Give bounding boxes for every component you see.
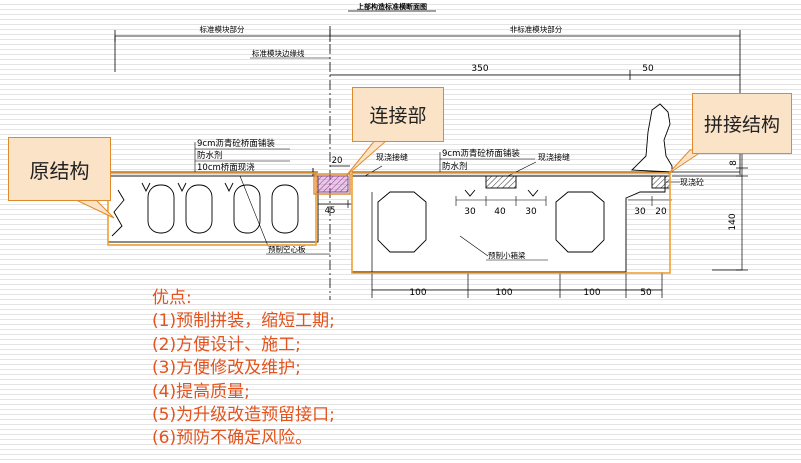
standard-module-part-label: 标准模块部分 xyxy=(200,24,245,34)
callout-pointers xyxy=(75,133,706,219)
cast-concrete-label: 现浇砼 xyxy=(680,177,704,187)
dim-20-right: 20 xyxy=(655,207,667,217)
standard-module-edge-label: 标准模块边缘线 xyxy=(252,48,305,58)
advantage-item: (6)预防不确定风险。 xyxy=(152,428,313,449)
dim-100-1: 100 xyxy=(409,288,426,298)
dim-100-3: 100 xyxy=(583,288,600,298)
advantages-heading: 优点: xyxy=(152,288,192,308)
dim-350: 350 xyxy=(471,64,488,74)
dim-100-2: 100 xyxy=(495,288,512,298)
advantage-item: (5)为升级改造预留接口; xyxy=(152,405,335,426)
dim-140: 140 xyxy=(728,213,738,230)
advantage-item: (2)方便设计、施工; xyxy=(152,334,301,355)
right-waterproof-note: 防水剂 xyxy=(442,161,468,172)
nonstandard-module-part-label: 非标准模块部分 xyxy=(510,24,563,34)
hollow-slab-label: 预制空心板 xyxy=(268,244,306,254)
right-paving-note: 9cm沥青砼桥面铺装 xyxy=(442,148,520,159)
left-waterproof-note: 防水剂 xyxy=(197,150,223,161)
dim-30-a: 30 xyxy=(464,207,476,217)
advantage-item: (3)方便修改及维护; xyxy=(152,358,301,379)
callout-splice-structure: 拼接结构 xyxy=(692,93,792,154)
left-paving-note: 9cm沥青砼桥面铺装 xyxy=(197,138,275,149)
cast-joint-right-label: 现浇接缝 xyxy=(538,152,570,162)
advantage-item: (4)提高质量; xyxy=(152,381,250,402)
advantage-item: (1)预制拼装，缩短工期; xyxy=(152,311,335,332)
highlight-frames xyxy=(107,172,671,274)
box-girder-label: 预制小箱梁 xyxy=(488,250,526,260)
barrier xyxy=(630,103,673,173)
dim-8: 8 xyxy=(729,160,739,166)
left-cast-layer-note: 10cm桥面现浇 xyxy=(197,162,255,173)
drawing-title: 上部构造标准横断面图 xyxy=(357,2,427,11)
box-girder xyxy=(351,171,740,273)
dim-45: 45 xyxy=(325,206,336,216)
callout-original-structure: 原结构 xyxy=(8,137,111,201)
dim-30-b: 30 xyxy=(525,207,537,217)
callout-connection-part: 连接部 xyxy=(352,87,444,142)
dim-50-bottom: 50 xyxy=(640,288,652,298)
dim-40: 40 xyxy=(494,207,506,217)
cast-joint-left-label: 现浇接缝 xyxy=(376,152,408,162)
dim-20-left: 20 xyxy=(332,156,343,166)
dim-50-top: 50 xyxy=(642,64,654,74)
dim-30-c: 30 xyxy=(634,207,646,217)
advantages-list: 优点: (1)预制拼装，缩短工期; (2)方便设计、施工; (3)方便修改及维护… xyxy=(152,287,335,451)
connection-joint xyxy=(315,175,349,193)
hollow-slab xyxy=(107,168,319,243)
